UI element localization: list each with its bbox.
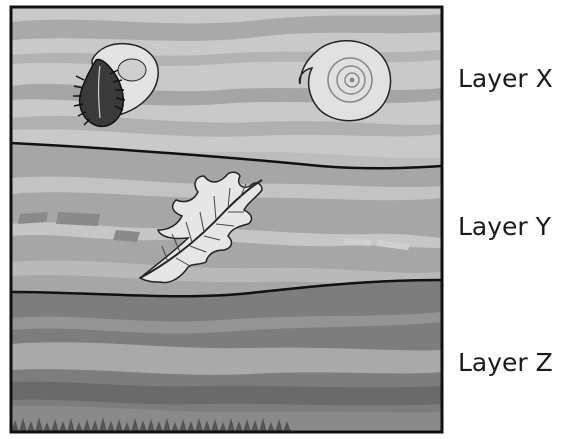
layer-x-label: Layer X <box>458 64 553 94</box>
layer-z-label: Layer Z <box>458 348 553 378</box>
trilobite-head <box>118 59 146 81</box>
layer-z-region <box>11 280 442 432</box>
layer-y-band <box>56 212 100 226</box>
layer-y-label: Layer Y <box>458 212 551 242</box>
layer-y-band <box>113 230 140 242</box>
ammonite-center <box>350 78 355 83</box>
